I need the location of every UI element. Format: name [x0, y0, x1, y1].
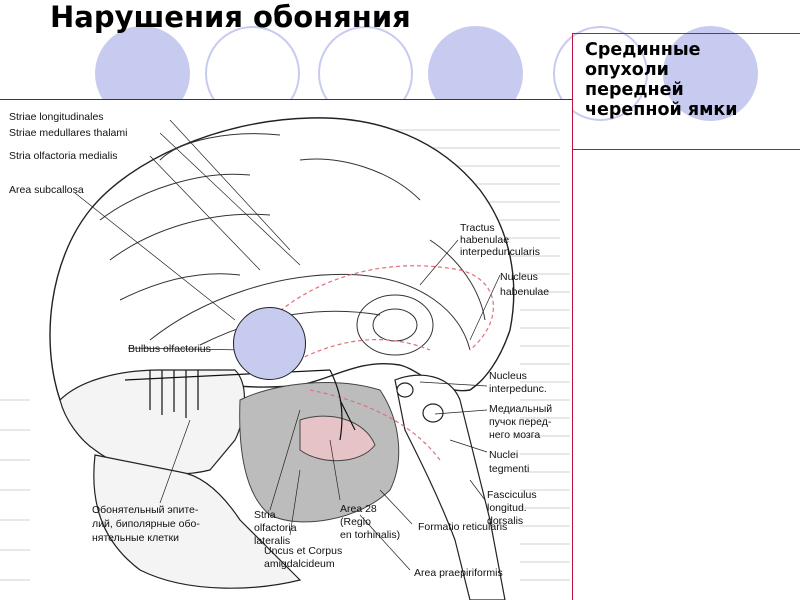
- label-fasciculus-1: Fasciculus: [487, 489, 537, 501]
- side-box-text: Срединные опухоли передней черепной ямки: [585, 40, 800, 120]
- label-striae-longitudinales: Striae longitudinales: [9, 111, 104, 123]
- side-text-box: Срединные опухоли передней черепной ямки: [572, 33, 800, 150]
- label-nucleus-interpedunc-2: interpedunc.: [489, 383, 547, 395]
- label-tractus-habenulae-2: habenulae: [460, 234, 509, 246]
- side-divider: [572, 150, 573, 600]
- label-area28-2: (Regio: [340, 516, 371, 528]
- label-nucleus-interpedunc-1: Nucleus: [489, 370, 527, 382]
- label-nucleus-habenulae-2: habenulae: [500, 286, 549, 298]
- label-area-praepiriformis: Area praepiriformis: [414, 567, 503, 579]
- label-bulbus-olfactorius: Bulbus olfactorius: [128, 343, 211, 355]
- label-tractus-habenulae-1: Tractus: [460, 222, 495, 234]
- label-uncus-1: Uncus et Corpus: [264, 545, 342, 557]
- label-stria-lateralis-2: olfactoria: [254, 522, 297, 534]
- label-nuclei-tegmenti-1: Nuclei: [489, 449, 518, 461]
- label-uncus-2: amigdalcideum: [264, 558, 335, 570]
- label-tractus-habenulae-3: interpeduncularis: [460, 246, 540, 258]
- label-stria-lateralis-1: Stria: [254, 509, 276, 521]
- label-area-subcallosa: Area subcallosa: [9, 184, 84, 196]
- label-fasciculus-2: longitud.: [487, 502, 527, 514]
- label-area28-1: Area 28: [340, 503, 377, 515]
- label-medial-bundle-1: Медиальный: [489, 403, 552, 415]
- label-epithelium-2: лий, биполярные обо-: [92, 518, 200, 530]
- label-stria-olfactoria-medialis: Stria olfactoria medialis: [9, 150, 118, 162]
- label-nucleus-habenulae-1: Nucleus: [500, 271, 538, 283]
- label-area28-3: en torhinalis): [340, 529, 400, 541]
- label-medial-bundle-2: пучок перед-: [489, 416, 552, 428]
- label-medial-bundle-3: него мозга: [489, 429, 540, 441]
- temporal-lobe: [240, 383, 399, 522]
- lesion-marker: [233, 307, 306, 380]
- label-epithelium-1: Обонятельный эпите-: [92, 504, 199, 516]
- label-nuclei-tegmenti-2: tegmenti: [489, 463, 529, 475]
- label-epithelium-3: нятельные клетки: [92, 532, 179, 544]
- label-striae-medullares-thalami: Striae medullares thalami: [9, 127, 127, 139]
- label-formatio-reticularis: Formatio reticularis: [418, 521, 507, 533]
- slide-title: Нарушения обоняния: [50, 0, 411, 34]
